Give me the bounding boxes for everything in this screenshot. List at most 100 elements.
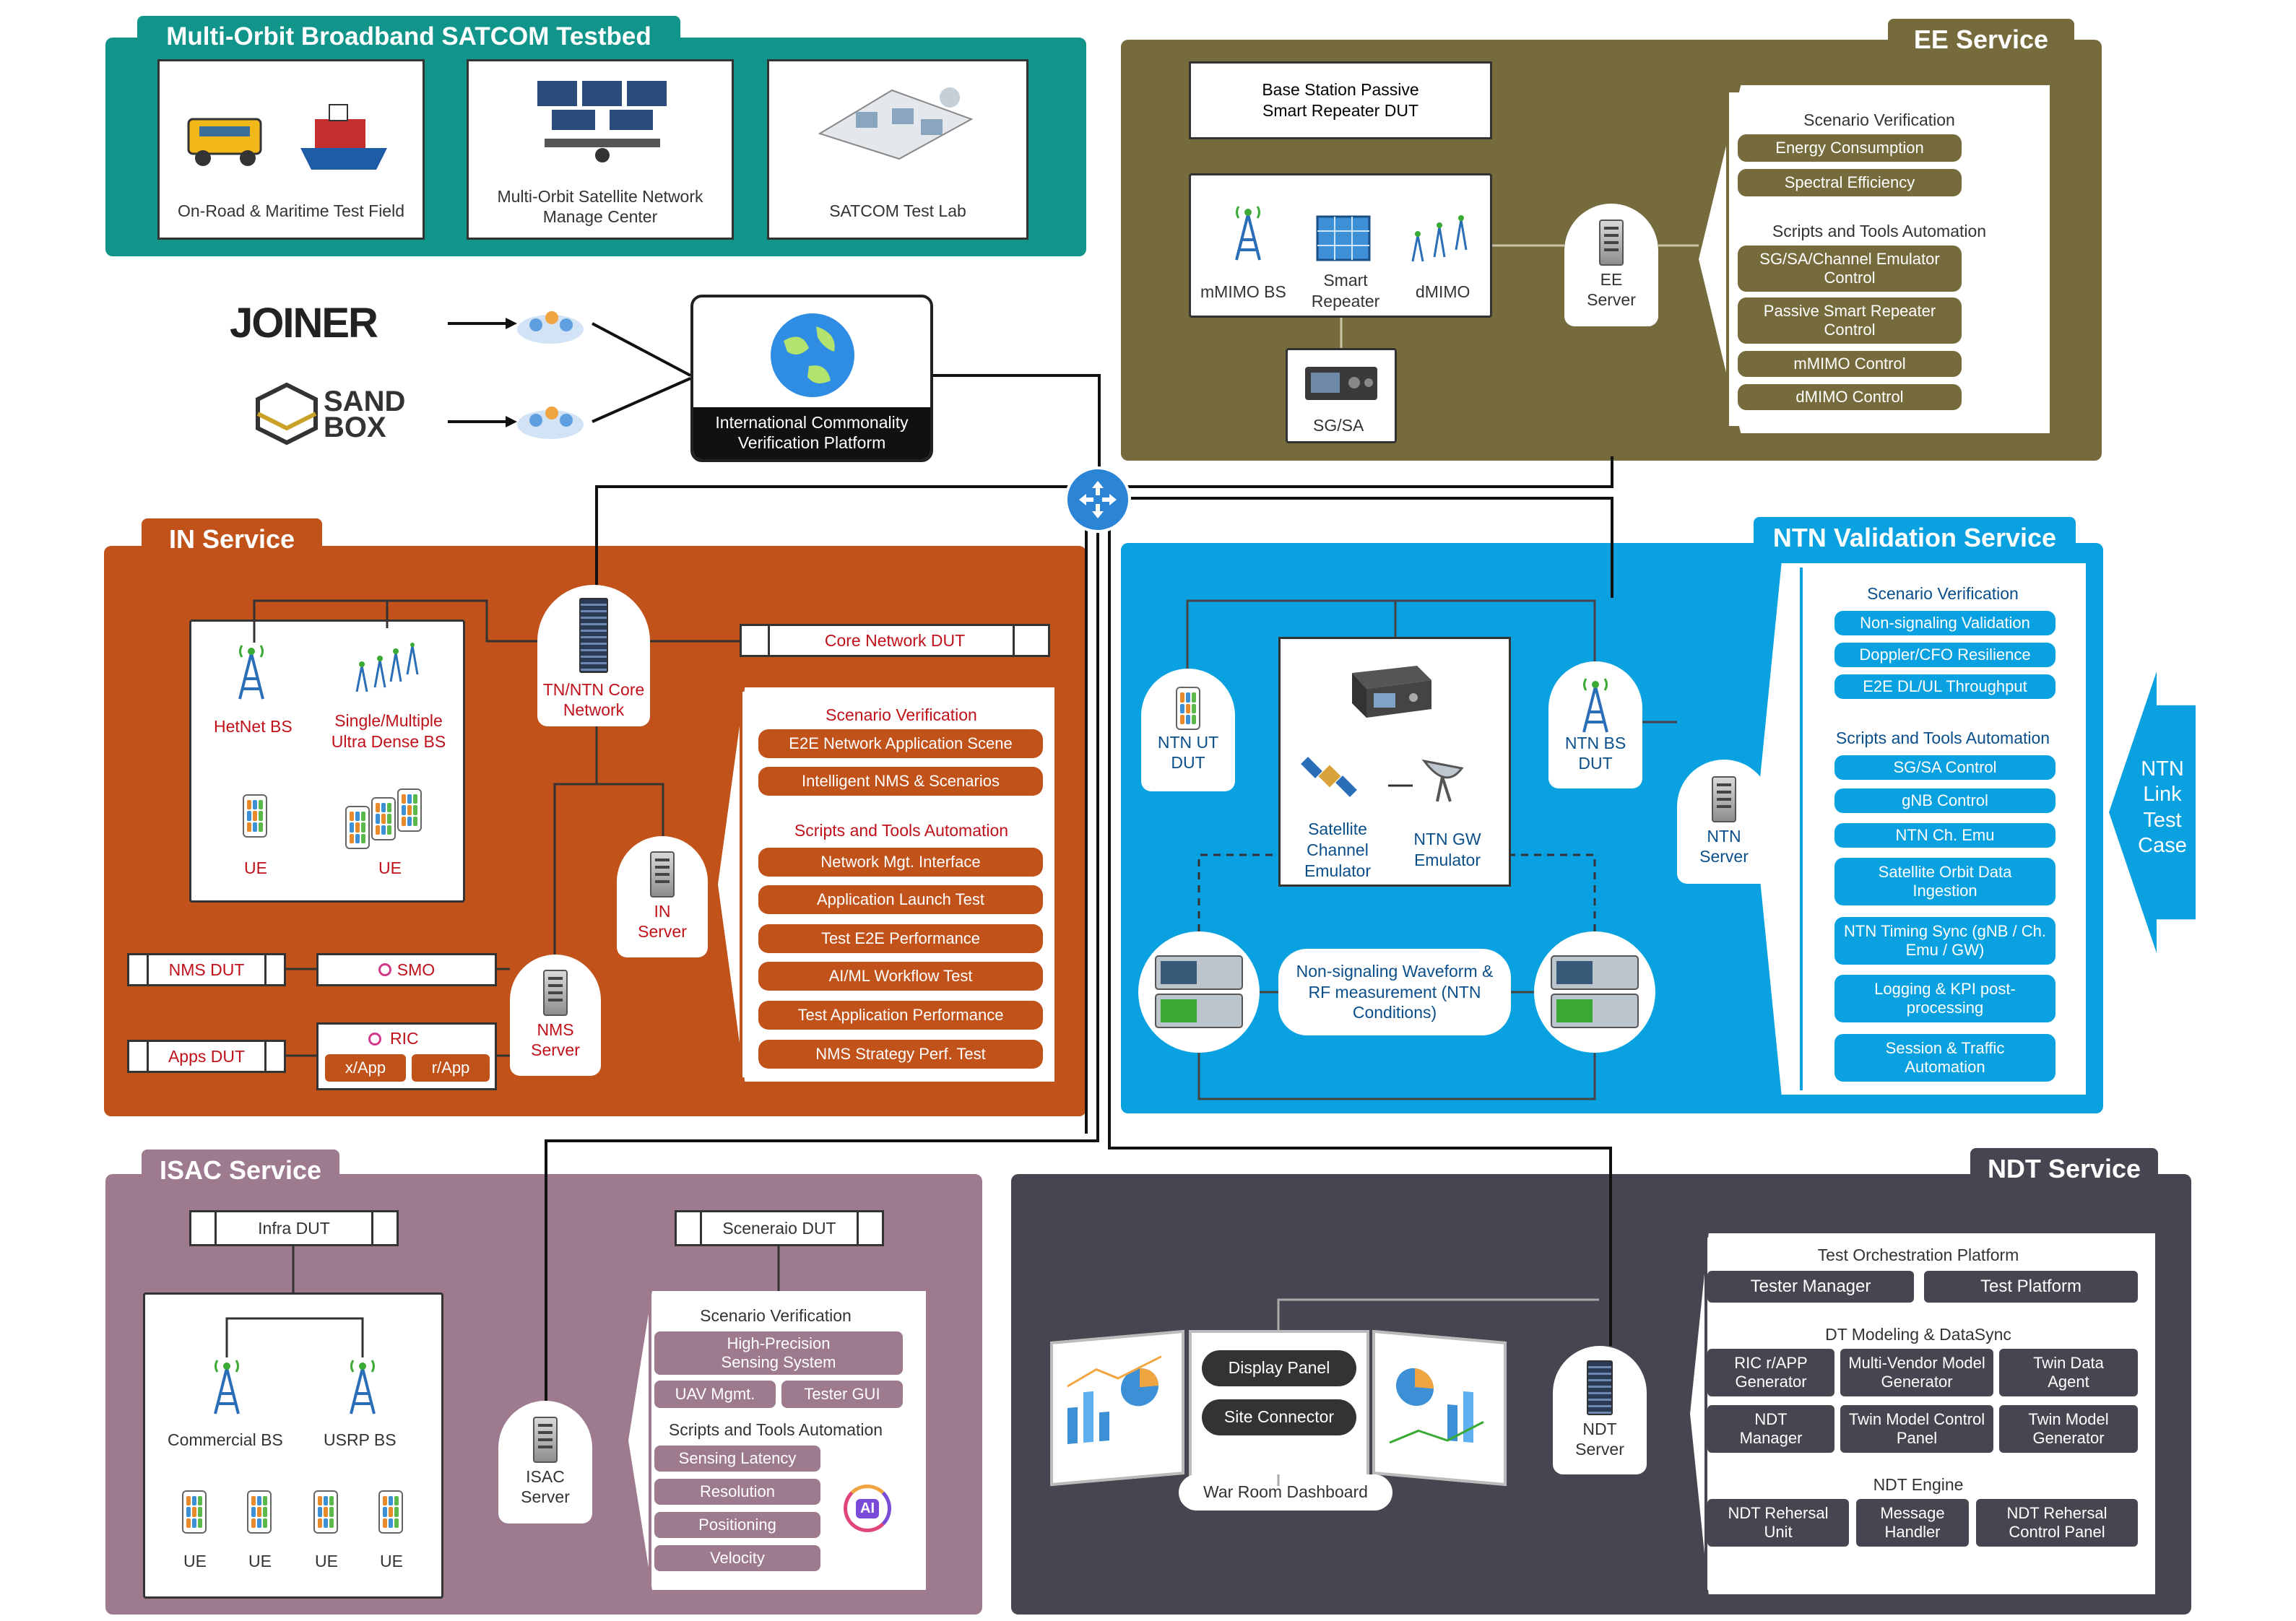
globe-icon xyxy=(771,313,854,397)
ntn-sat-label: Satellite Channel Emulator xyxy=(1287,819,1388,881)
ndt-title: NDT Service xyxy=(1970,1148,2158,1190)
isac-scenario-1: High-Precision Sensing System xyxy=(654,1331,903,1375)
ntn-sat-text: Satellite Channel Emulator xyxy=(1304,820,1372,880)
ndt-orch-1: Tester Manager xyxy=(1707,1271,1914,1303)
server-icon xyxy=(650,851,675,898)
phone-icon xyxy=(313,1490,338,1534)
satcom-test-field: On-Road & Maritime Test Field xyxy=(157,59,425,240)
ntn-analyzer-right xyxy=(1534,931,1655,1053)
ntn-script-1: SG/SA Control xyxy=(1834,755,2055,780)
infra-dut-label: Infra DUT xyxy=(258,1218,330,1238)
chart-screen-icon xyxy=(1067,1355,1162,1445)
satcom-manage-center: Multi-Orbit Satellite Network Manage Cen… xyxy=(467,59,734,240)
ndt-dt-5: Twin Model Control Panel xyxy=(1840,1405,1993,1453)
ee-script-3: mMIMO Control xyxy=(1738,351,1962,377)
isac-server: ISAC Server xyxy=(498,1401,592,1524)
ntn-ut: NTN UT DUT xyxy=(1141,669,1235,791)
in-scenario-2: Intelligent NMS & Scenarios xyxy=(758,767,1043,796)
ntn-link-text: NTN Link Test Case xyxy=(2126,757,2198,859)
ntn-scenario-1: Non-signaling Validation xyxy=(1834,611,2055,635)
antenna-tower-icon xyxy=(350,1360,376,1414)
site-connector[interactable]: Site Connector xyxy=(1202,1399,1356,1435)
phone-icon xyxy=(378,1490,403,1534)
ee-dut-label: Base Station Passive Smart Repeater DUT xyxy=(1262,80,1419,120)
isac-ue-label: UE xyxy=(315,1552,338,1570)
isac-script-2: Resolution xyxy=(654,1479,820,1505)
satcom-title: Multi-Orbit Broadband SATCOM Testbed xyxy=(137,16,680,58)
ee-script-2: Passive Smart Repeater Control xyxy=(1738,297,1962,344)
isac-commercial-label: Commercial BS xyxy=(168,1430,283,1449)
ai-icon-label: AI xyxy=(856,1498,879,1518)
ntn-ut-label: NTN UT DUT xyxy=(1157,733,1219,772)
infra-dut-inner xyxy=(215,1210,373,1246)
dish-icon xyxy=(1421,759,1464,802)
in-scenario-1: E2E Network Application Scene xyxy=(758,729,1043,758)
in-script-6: NMS Strategy Perf. Test xyxy=(758,1040,1043,1069)
satcom-test-field-label: On-Road & Maritime Test Field xyxy=(177,201,404,221)
lab-icon xyxy=(818,87,974,160)
ntn-scenario-3: E2E DL/UL Throughput xyxy=(1834,674,2055,699)
ntn-server-label: NTN Server xyxy=(1699,827,1749,866)
antenna-tower-icon xyxy=(214,1360,240,1414)
nms-dut: NMS DUT xyxy=(127,953,286,986)
ntn-arrow-4: Case xyxy=(2138,834,2187,858)
ntn-script-7: Session & Traffic Automation xyxy=(1834,1034,2055,1082)
verification-platform: International Commonality Verification P… xyxy=(690,295,933,462)
phone-icon xyxy=(1176,687,1200,731)
ndt-dt-6: Twin Model Generator xyxy=(1999,1405,2138,1453)
isac-script-1: Sensing Latency xyxy=(654,1446,820,1472)
ntn-script-4: Satellite Orbit Data Ingestion xyxy=(1834,858,2055,905)
ndt-dt-3: Twin Data Agent xyxy=(1999,1349,2138,1396)
ntn-server: NTN Server xyxy=(1677,760,1771,884)
ntn-measurement-label: Non-signaling Waveform & RF measurement … xyxy=(1296,961,1494,1022)
multi-antenna-icon xyxy=(1411,215,1468,262)
ee-scenario-2: Spectral Efficiency xyxy=(1738,169,1962,196)
isac-ue-label: UE xyxy=(248,1552,272,1570)
ric-label: RIC xyxy=(390,1029,419,1048)
antenna-tower-icon xyxy=(1582,678,1608,733)
in-script-3: Test E2E Performance xyxy=(758,924,1043,953)
ee-scenario-title: Scenario Verification xyxy=(1803,110,1955,129)
ndt-dt-1: RIC r/APP Generator xyxy=(1707,1349,1834,1396)
apps-dut-label: Apps DUT xyxy=(168,1046,246,1066)
cloud-users-icon xyxy=(517,311,584,344)
ntn-measurement: Non-signaling Waveform & RF measurement … xyxy=(1278,949,1511,1035)
ee-dmimo-label: dMIMO xyxy=(1416,282,1470,301)
in-server-label: IN Server xyxy=(638,902,687,941)
ee-repeater-text: Smart Repeater xyxy=(1311,271,1380,310)
display-panel[interactable]: Display Panel xyxy=(1202,1350,1356,1386)
satcom-test-lab: SATCOM Test Lab xyxy=(767,59,1028,240)
isac-server-label: ISAC Server xyxy=(521,1467,570,1506)
ndt-orch-2: Test Platform xyxy=(1924,1271,2138,1303)
isac-script-3: Positioning xyxy=(654,1512,820,1538)
solar-panel-icon xyxy=(1316,215,1371,261)
ntn-bs-label: NTN BS DUT xyxy=(1564,734,1626,773)
ntn-gw-label: NTN GW Emulator xyxy=(1397,829,1498,871)
control-room-icon xyxy=(537,81,667,162)
multi-antenna-icon xyxy=(355,643,419,692)
chart-screen-icon xyxy=(1389,1368,1484,1444)
phone-icon xyxy=(182,1490,207,1534)
ric-icon xyxy=(368,1033,381,1046)
ee-mmimo-label: mMIMO BS xyxy=(1200,282,1286,301)
cloud-users-icon xyxy=(517,407,584,439)
ee-repeater-label: Smart Repeater xyxy=(1306,270,1385,312)
antenna-tower-icon xyxy=(1235,206,1261,261)
smo-box: SMO xyxy=(316,953,497,986)
in-hetnet-label: HetNet BS xyxy=(214,717,293,736)
ntn-title: NTN Validation Service xyxy=(1754,517,2076,559)
in-title: IN Service xyxy=(142,518,322,560)
isac-scenario-2: UAV Mgmt. xyxy=(654,1381,776,1408)
satcom-test-lab-label: SATCOM Test Lab xyxy=(829,201,966,221)
in-ultra-label: Single/Multiple Ultra Dense BS xyxy=(324,710,454,752)
satellite-icon xyxy=(1301,757,1357,797)
ee-title: EE Service xyxy=(1888,19,2074,61)
server-icon xyxy=(533,1417,558,1464)
platform-label: International Commonality Verification P… xyxy=(693,407,930,459)
in-scenario-title: Scenario Verification xyxy=(826,705,977,724)
isac-script-4: Velocity xyxy=(654,1545,820,1571)
ndt-server-label: NDT Server xyxy=(1575,1420,1624,1459)
in-script-1: Network Mgt. Interface xyxy=(758,848,1043,877)
ndt-engine-title: NDT Engine xyxy=(1873,1475,1964,1494)
